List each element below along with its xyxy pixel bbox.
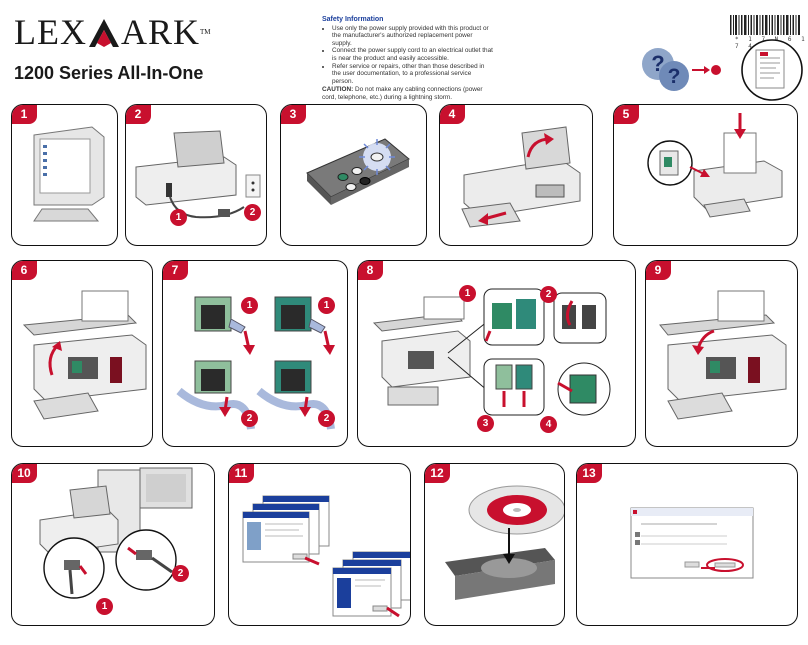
control-panel-illustration (306, 138, 410, 205)
step-badge: 10 (12, 464, 37, 483)
insert-cartridges-illustration (372, 288, 611, 416)
step-panel-8: 8 1 2 3 4 (357, 260, 636, 447)
substep-number: 1 (170, 209, 187, 226)
svg-text:?: ? (668, 65, 681, 88)
step-panel-3: 3 (280, 104, 427, 246)
substep-number: 2 (318, 410, 335, 427)
step-panel-5: 5 (613, 104, 798, 246)
lexmark-logo: LEX ARKTM (14, 14, 211, 50)
substep-number: 2 (172, 565, 189, 582)
step-panel-4: 4 (439, 104, 593, 246)
insert-cd-illustration (445, 485, 564, 600)
install-wizard-windows-illustration (242, 495, 410, 618)
step-badge: 9 (646, 261, 671, 280)
safety-item: Refer service or repairs, other than tho… (332, 63, 494, 86)
safety-information: Safety Information Use only the power su… (322, 16, 494, 102)
step-badge: 7 (163, 261, 188, 280)
open-scanner-unit-illustration (22, 290, 147, 420)
logo-text-left: LEX (14, 12, 87, 52)
substep-number: 2 (540, 286, 557, 303)
help-documentation-icon: ? ? (642, 39, 803, 101)
usb-cable-illustration (39, 467, 193, 599)
step-badge: 12 (425, 464, 450, 483)
trademark: TM (200, 28, 211, 36)
step-badge: 3 (281, 105, 306, 124)
step-panel-13: 13 (576, 463, 798, 626)
page-title: 1200 Series All-In-One (14, 63, 204, 83)
caution-label: CAUTION: (322, 86, 354, 94)
step-panel-6: 6 (11, 260, 153, 447)
substep-number: 2 (244, 204, 261, 221)
step-badge: 6 (12, 261, 37, 280)
step-panel-12: 12 (424, 463, 565, 626)
substep-number: 3 (477, 415, 494, 432)
logo-text-right: ARK (120, 12, 200, 52)
step-panel-9: 9 (645, 260, 798, 447)
step-badge: 1 (12, 105, 37, 124)
caution-text: CAUTION: Do not make any cabling connect… (322, 86, 494, 101)
safety-item: Connect the power supply cord to an elec… (332, 47, 494, 62)
install-software-screen-illustration (630, 507, 754, 579)
step-badge: 11 (229, 464, 254, 483)
step-badge: 2 (126, 105, 151, 124)
safety-item: Use only the power supply provided with … (332, 25, 494, 48)
step-panel-1: 1 (11, 104, 118, 246)
substep-number: 1 (96, 598, 113, 615)
step-badge: 4 (440, 105, 465, 124)
step-badge: 8 (358, 261, 383, 280)
step-badge: 13 (577, 464, 602, 483)
power-cord-illustration (135, 130, 261, 219)
safety-list: Use only the power supply provided with … (322, 25, 494, 86)
substep-number: 1 (459, 285, 476, 302)
barcode-icon (730, 15, 800, 35)
step-panel-11: 11 (228, 463, 411, 626)
close-scanner-unit-illustration (659, 290, 787, 420)
step-badge: 5 (614, 105, 639, 124)
load-paper-illustration (647, 113, 783, 218)
substep-number: 1 (241, 297, 258, 314)
paper-support-illustration (461, 126, 581, 228)
step-panel-10: 10 1 2 (11, 463, 215, 626)
computer-monitor-illustration (33, 126, 105, 222)
substep-number: 2 (241, 410, 258, 427)
step-panel-7: 7 1 1 2 2 (162, 260, 348, 447)
logo-diamond-icon (87, 14, 121, 50)
caution-body: Do not make any cabling connections (pow… (322, 86, 483, 101)
safety-title: Safety Information (322, 16, 384, 23)
substep-number: 1 (318, 297, 335, 314)
step-panel-2: 2 1 2 (125, 104, 267, 246)
substep-number: 4 (540, 416, 557, 433)
